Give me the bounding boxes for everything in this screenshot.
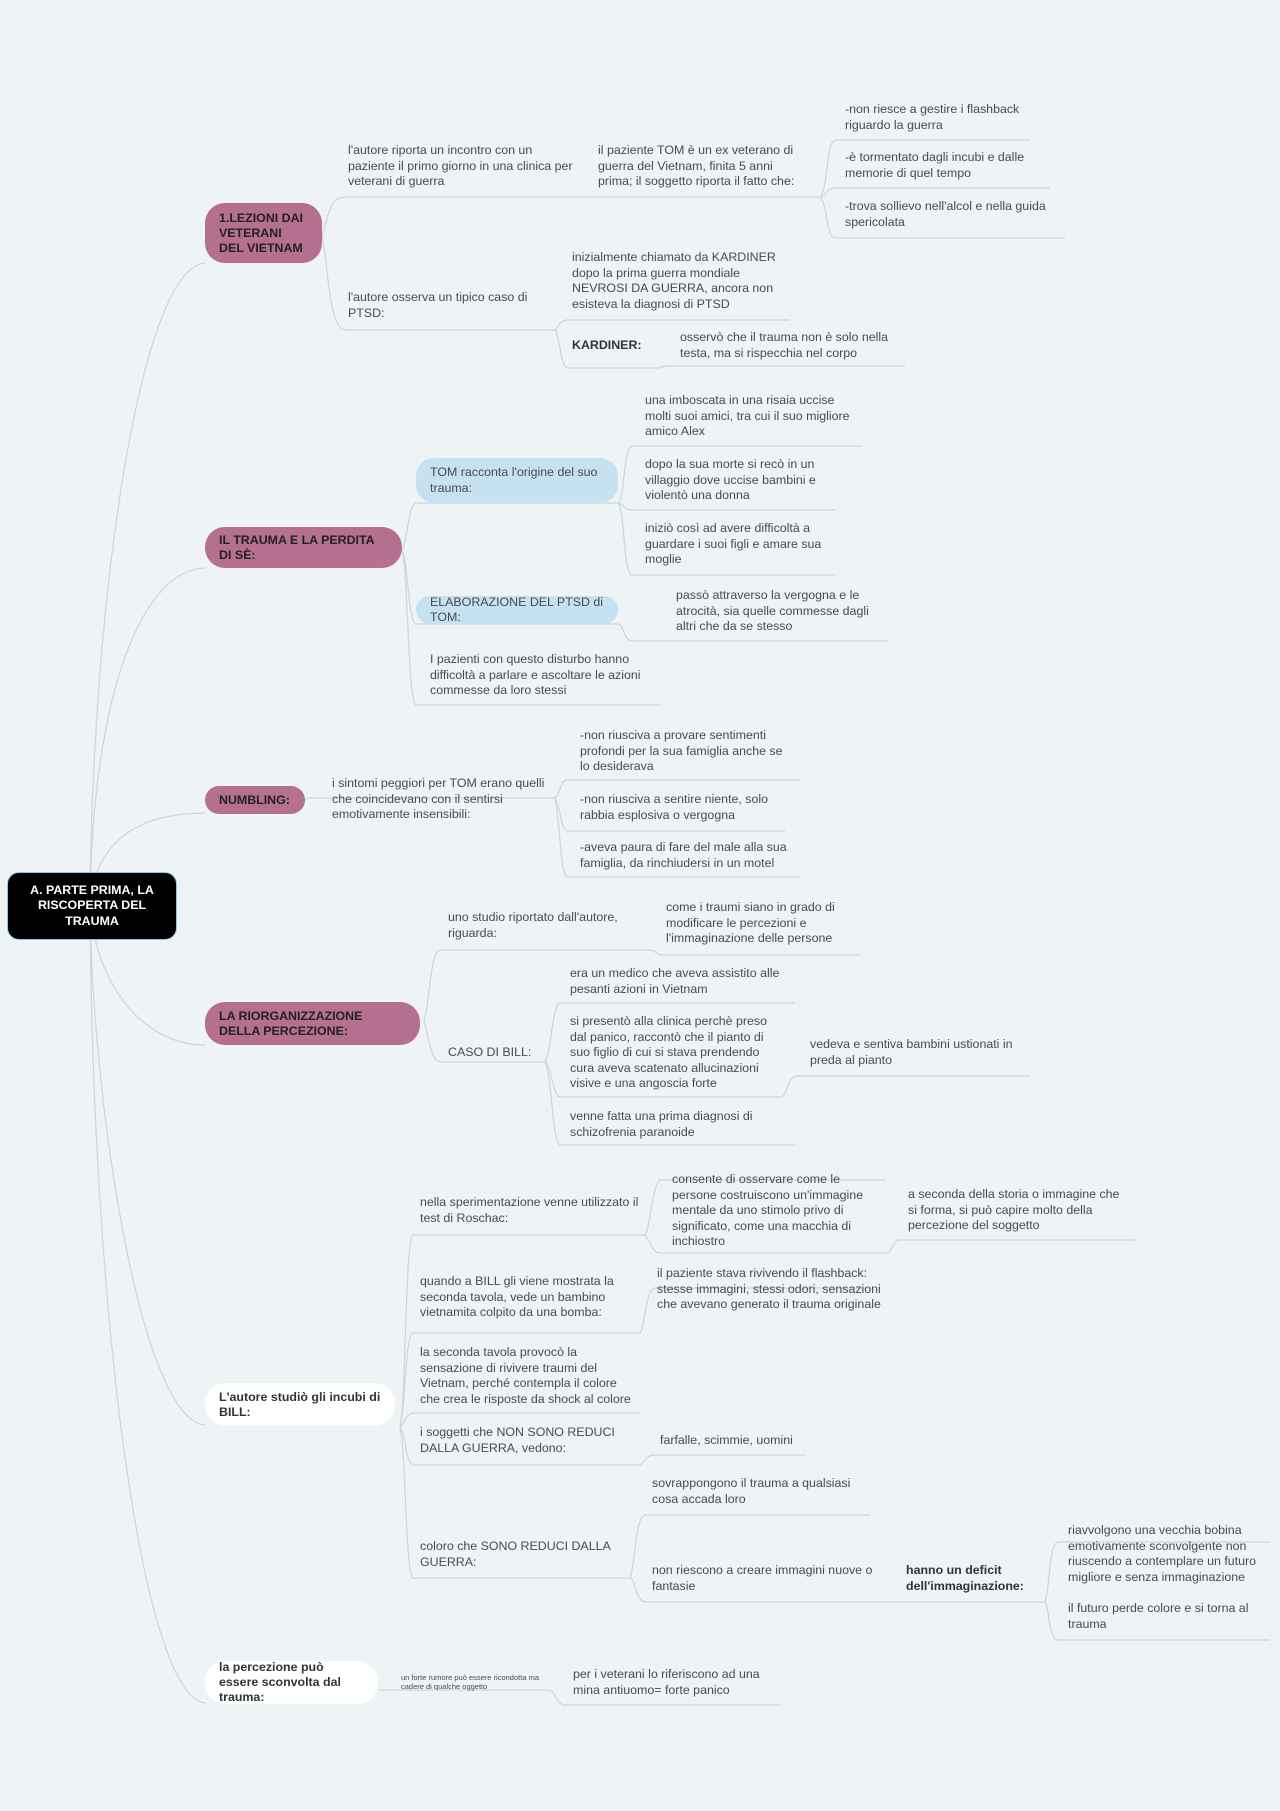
node-pazienti-disturbo[interactable]: I pazienti con questo disturbo hanno dif… [430, 652, 641, 697]
node-studio-autore[interactable]: uno studio riportato dall'autore, riguar… [448, 910, 618, 940]
node-non-reduci[interactable]: i soggetti che NON SONO REDUCI DALLA GUE… [420, 1425, 615, 1455]
node-trauma-corpo[interactable]: osservò che il trauma non è solo nella t… [680, 330, 889, 360]
root-node[interactable]: A. PARTE PRIMA, LA RISCOPERTA DEL TRAUMA [7, 872, 177, 940]
node-incubi[interactable]: -è tormentato dagli incubi e dalle memor… [845, 150, 1025, 180]
node-tipico-ptsd[interactable]: l'autore osserva un tipico caso di PTSD: [348, 290, 528, 320]
node-kardiner[interactable]: KARDINER: [572, 338, 642, 352]
node-immagini-nuove[interactable]: non riescono a creare immagini nuove o f… [652, 1563, 873, 1593]
node-paura-motel[interactable]: -aveva paura di fare del male alla sua f… [580, 840, 787, 870]
node-sintomi-peggiori[interactable]: i sintomi peggiori per TOM erano quelli … [332, 776, 545, 821]
link-root-b2 [89, 567, 206, 906]
node-elaborazione-ptsd[interactable]: ELABORAZIONE DEL PTSD di TOM: [416, 595, 618, 624]
node-traumi-percezioni[interactable]: come i traumi siano in grado di modifica… [666, 900, 835, 945]
link-root-b5 [89, 904, 206, 1426]
node-nevrosi-guerra[interactable]: inizialmente chiamato da KARDINER dopo l… [572, 250, 776, 311]
node-figli-moglie[interactable]: iniziò così ad avere difficoltà a guarda… [645, 521, 822, 566]
node-seconda-tavola-bill[interactable]: quando a BILL gli viene mostrata la seco… [420, 1274, 614, 1319]
node-sentimenti-profondi[interactable]: -non riusciva a provare sentimenti profo… [580, 728, 783, 773]
node-rivivendo-flashback[interactable]: il paziente stava rivivendo il flashback… [657, 1266, 881, 1311]
branch-incubi-bill[interactable]: L'autore studiò gli incubi di BILL: [205, 1383, 395, 1426]
link-root-b1 [89, 262, 206, 906]
node-seconda-tavola-colore[interactable]: la seconda tavola provocò la sensazione … [420, 1345, 631, 1406]
branch-percezione-sconvolta[interactable]: la percezione può essere sconvolta dal t… [205, 1660, 378, 1704]
node-storia-immagine[interactable]: a seconda della storia o immagine che si… [908, 1187, 1120, 1232]
node-villaggio[interactable]: dopo la sua morte si recò in un villaggi… [645, 457, 816, 502]
node-schizofrenia[interactable]: venne fatta una prima diagnosi di schizo… [570, 1109, 753, 1139]
node-alcol[interactable]: -trova sollievo nell'alcol e nella guida… [845, 199, 1046, 229]
node-vergogna-atrocita[interactable]: passò attraverso la vergogna e le atroci… [676, 588, 869, 633]
node-test-roschac[interactable]: nella sperimentazione venne utilizzato i… [420, 1195, 639, 1225]
node-vecchia-bobina[interactable]: riavvolgono una vecchia bobina emotivame… [1068, 1523, 1257, 1584]
branch-riorganizzazione[interactable]: LA RIORGANIZZAZIONE DELLA PERCEZIONE: [205, 1002, 420, 1045]
node-panico-clinica[interactable]: si presentò alla clinica perchè preso da… [570, 1014, 767, 1090]
node-reduci[interactable]: coloro che SONO REDUCI DALLA GUERRA: [420, 1539, 611, 1569]
branch-lezioni-veterani[interactable]: 1.LEZIONI DAI VETERANI DEL VIETNAM [205, 203, 322, 263]
node-tom-racconta[interactable]: TOM racconta l'origine del suo trauma: [416, 458, 618, 503]
node-futuro-colore[interactable]: il futuro perde colore e si torna al tra… [1068, 1601, 1249, 1631]
node-rabbia-esplosiva[interactable]: -non riusciva a sentire niente, solo rab… [580, 792, 769, 822]
node-imboscata[interactable]: una imboscata in una risaia uccise molti… [645, 393, 850, 438]
node-farfalle[interactable]: farfalle, scimmie, uomini [660, 1433, 793, 1447]
branch-numbling[interactable]: NUMBLING: [205, 786, 305, 814]
branch-trauma-perdita[interactable]: IL TRAUMA E LA PERDITA DI SÈ: [205, 527, 402, 568]
node-forte-rumore[interactable]: un forte rumore può essere ricondotta ma… [401, 1673, 539, 1691]
node-incontro-paziente[interactable]: l'autore riporta un incontro con un pazi… [348, 143, 573, 188]
node-deficit-immaginazione[interactable]: hanno un deficit dell'immaginazione: [906, 1563, 1024, 1593]
node-caso-bill[interactable]: CASO DI BILL: [448, 1045, 532, 1059]
node-immagine-mentale[interactable]: consente di osservare come le persone co… [672, 1172, 864, 1248]
node-tom-veterano[interactable]: il paziente TOM è un ex veterano di guer… [598, 143, 795, 188]
node-flashback[interactable]: -non riesce a gestire i flashback riguar… [845, 102, 1020, 132]
node-mina-antiuomo[interactable]: per i veterani lo riferiscono ad una min… [573, 1667, 760, 1697]
node-bambini-ustionati[interactable]: vedeva e sentiva bambini ustionati in pr… [810, 1037, 1013, 1067]
node-sovrappongono[interactable]: sovrappongono il trauma a qualsiasi cosa… [652, 1476, 851, 1506]
link-root-b6 [89, 904, 206, 1704]
node-medico-vietnam[interactable]: era un medico che aveva assistito alle p… [570, 966, 780, 996]
